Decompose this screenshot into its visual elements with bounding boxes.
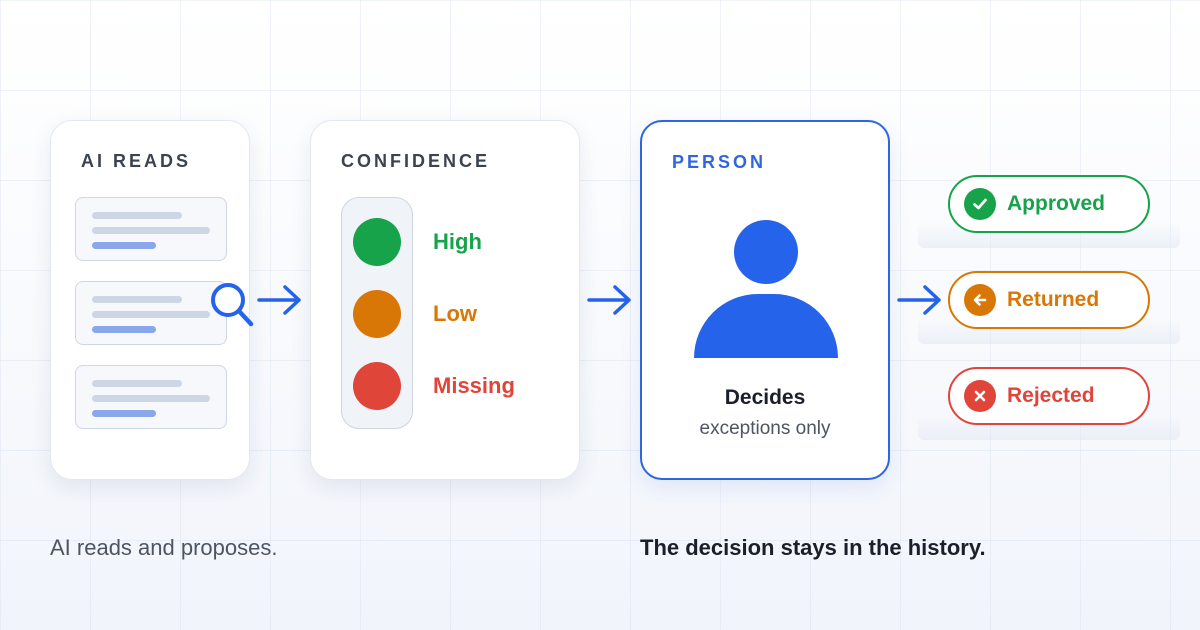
person-head-icon [734, 220, 798, 284]
outcome-approved-label: Approved [1007, 192, 1106, 215]
check-icon [964, 188, 996, 220]
person-decision: Decides [724, 386, 806, 409]
magnifier-icon [211, 283, 254, 327]
document-icon [75, 197, 227, 261]
orange-light-icon [353, 290, 401, 338]
arrow-right-icon [897, 285, 941, 315]
arrow-right-icon [587, 285, 631, 315]
person-title: PERSON [672, 152, 767, 172]
outcome-returned: Returned [948, 271, 1150, 329]
traffic-light [341, 197, 413, 429]
document-icon [75, 365, 227, 429]
confidence-low-label: Low [433, 301, 477, 326]
document-icon [75, 281, 254, 345]
arrow-left-icon [964, 284, 996, 316]
confidence-missing-label: Missing [433, 373, 515, 398]
outcome-rejected: Rejected [948, 367, 1150, 425]
person-body-icon [694, 294, 838, 358]
outcome-returned-label: Returned [1007, 288, 1100, 311]
red-light-icon [353, 362, 401, 410]
outcome-approved: Approved [948, 175, 1150, 233]
person-note: exceptions only [699, 418, 831, 439]
x-icon [964, 380, 996, 412]
green-light-icon [353, 218, 401, 266]
outcome-rejected-label: Rejected [1007, 384, 1095, 407]
ai-reads-card: AI READS [50, 120, 254, 480]
arrow-right-icon [257, 285, 301, 315]
ai-reads-title: AI READS [81, 151, 192, 171]
caption-right: The decision stays in the history. [640, 535, 986, 560]
confidence-card: CONFIDENCE High Low Missing [310, 120, 580, 480]
person-card: PERSON Decides exceptions only [640, 120, 890, 480]
caption-left: AI reads and proposes. [50, 535, 278, 560]
confidence-high-label: High [433, 229, 482, 254]
confidence-title: CONFIDENCE [341, 151, 491, 171]
